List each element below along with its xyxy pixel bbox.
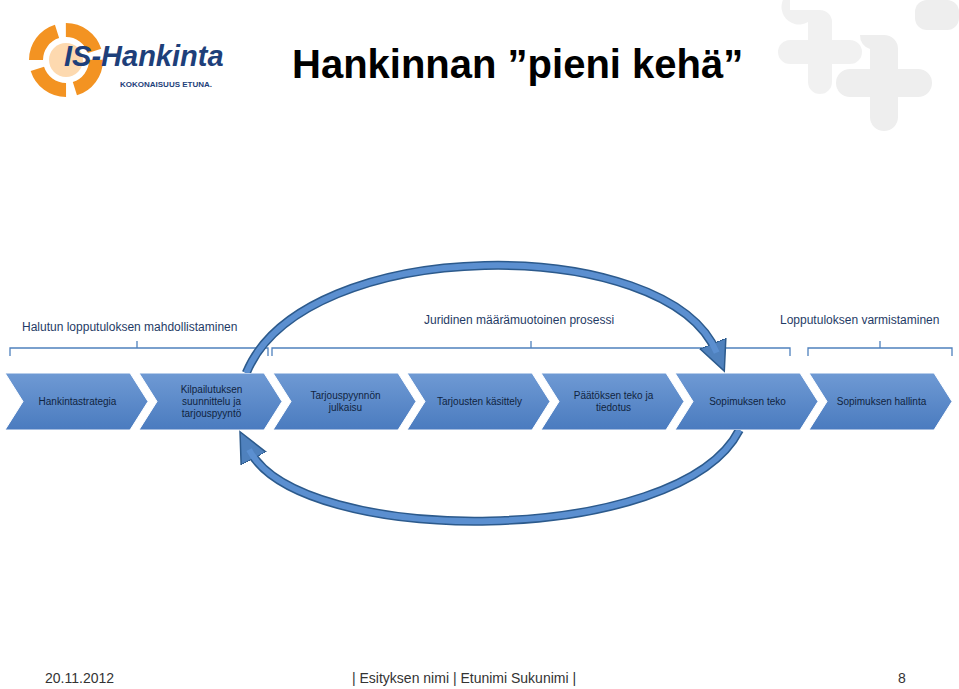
cycle-arrow — [246, 265, 716, 373]
chevron-text: Sopimuksen hallinta — [837, 396, 927, 408]
arrow-body — [246, 265, 716, 373]
text-label: 8 — [898, 670, 906, 686]
arrow-outline — [246, 265, 716, 373]
process-chevron: Tarjouspyynnön julkaisu — [273, 373, 416, 430]
process-chevron: Päätöksen teko ja tiedotus — [541, 373, 684, 430]
text-label: Halutun lopputuloksen mahdollistaminen — [20, 320, 239, 334]
process-chevron: Hankintastrategia — [5, 373, 148, 430]
arrow-body — [249, 430, 739, 521]
process-chevron: Sopimuksen teko — [675, 373, 818, 430]
text-label: Juridinen määrämuotoinen prosessi — [422, 313, 616, 327]
process-chevron: Kilpailutuksen suunnittelu ja tarjouspyy… — [139, 373, 282, 430]
process-chevron: Tarjousten käsittely — [407, 373, 550, 430]
bracket — [10, 341, 952, 356]
text-label: 20.11.2012 — [45, 670, 114, 686]
chevron-text: Kilpailutuksen suunnittelu ja tarjouspyy… — [161, 384, 262, 420]
step-label: Tarjouspyynnön julkaisu — [295, 390, 396, 414]
text-label: KOKONAISUUS ETUNA. — [120, 80, 212, 89]
chevron-text: Tarjousten käsittely — [437, 396, 522, 408]
step-label: Sopimuksen teko — [709, 396, 786, 408]
text-label: IS-Hankinta — [64, 40, 224, 73]
arrow-outline — [249, 430, 739, 521]
chevron-text: Sopimuksen teko — [709, 396, 786, 408]
cycle-arrow — [249, 430, 739, 521]
step-label: Sopimuksen hallinta — [837, 396, 927, 408]
text-label: | Esityksen nimi | Etunimi Sukunimi | — [352, 670, 576, 686]
step-label: Hankintastrategia — [39, 396, 117, 408]
step-label: Kilpailutuksen suunnittelu ja tarjouspyy… — [161, 384, 262, 420]
chevron-text: Tarjouspyynnön julkaisu — [295, 390, 396, 414]
chevron-text: Päätöksen teko ja tiedotus — [563, 390, 664, 414]
chevron-text: Hankintastrategia — [39, 396, 117, 408]
step-label: Tarjousten käsittely — [437, 396, 522, 408]
slide-title: Hankinnan ”pieni kehä” — [292, 42, 743, 87]
step-label: Päätöksen teko ja tiedotus — [563, 390, 664, 414]
decor-crosses — [778, 0, 959, 131]
process-chevron: Sopimuksen hallinta — [809, 373, 952, 430]
text-label: Lopputuloksen varmistaminen — [778, 313, 941, 327]
